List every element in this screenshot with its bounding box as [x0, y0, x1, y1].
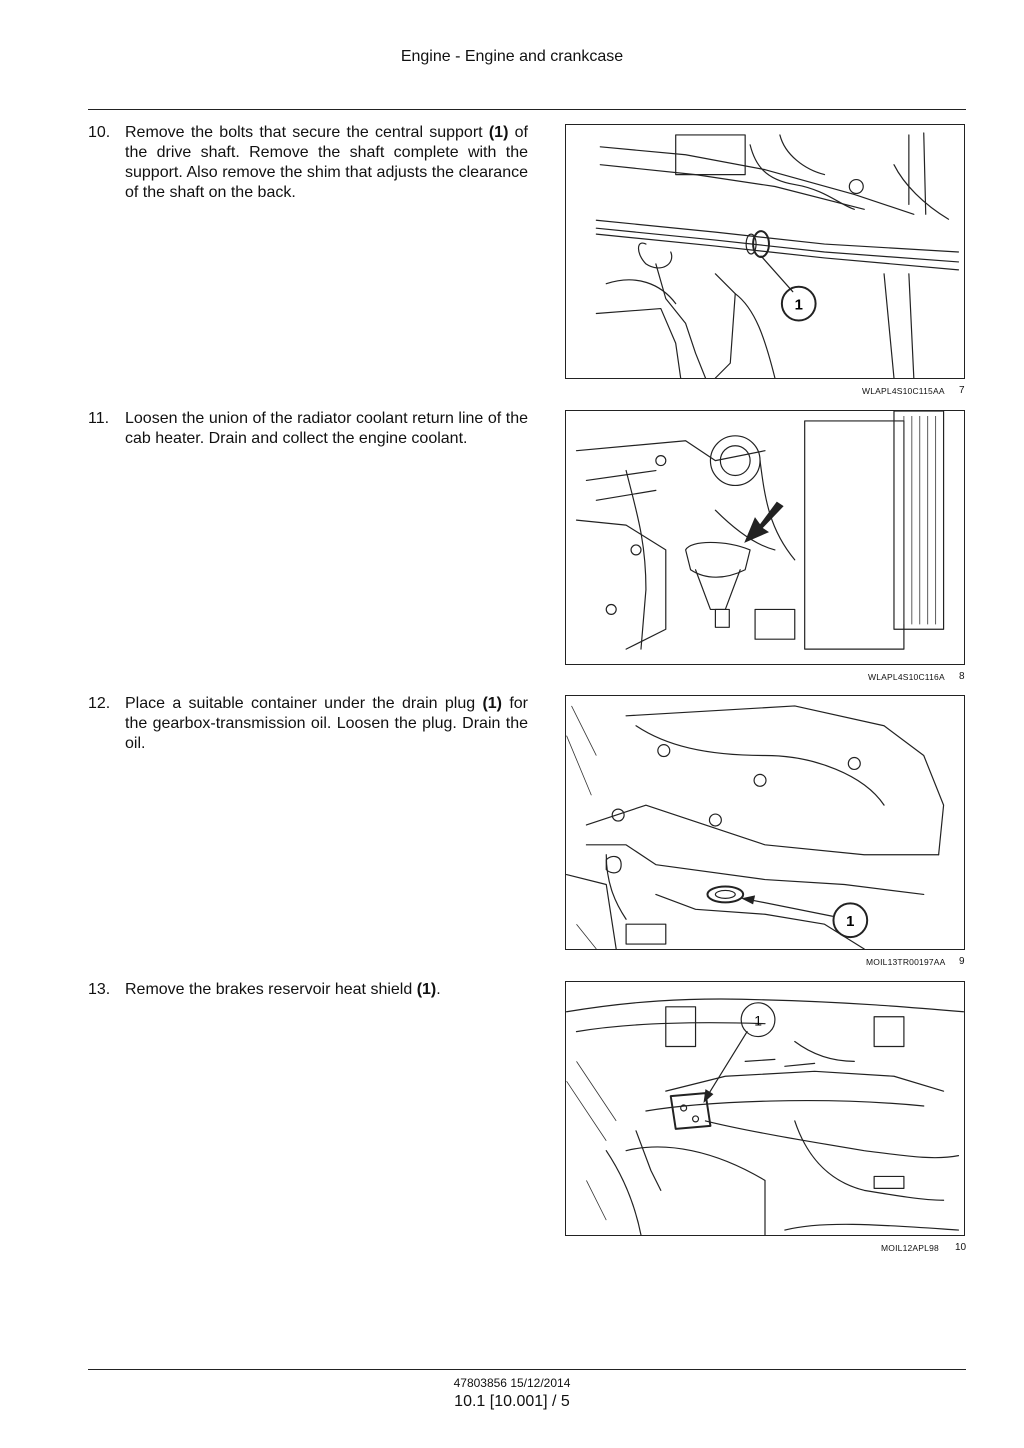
step-13: 13. Remove the brakes reservoir heat shi… [88, 980, 528, 1000]
step-text: Loosen the union of the radiator coolant… [125, 410, 528, 447]
page-header-title: Engine - Engine and crankcase [400, 48, 624, 65]
heat-shield-illustration: 1 [566, 998, 964, 1235]
figure-callout: 1 [754, 1013, 762, 1029]
figure-code: MOIL13TR00197AA [866, 957, 946, 967]
figure-number: 8 [959, 671, 965, 682]
step-number: 10. [88, 124, 111, 141]
figure-8-coolant-return-line [565, 410, 965, 665]
callout-ref: (1) [488, 124, 509, 141]
callout-ref: (1) [482, 695, 502, 712]
callout-ref: (1) [416, 981, 437, 998]
step-number: 12. [88, 695, 111, 712]
figure-number: 9 [959, 956, 965, 967]
figure-code: MOIL12APL98 [881, 1243, 939, 1253]
gearbox-illustration: 1 [566, 705, 945, 949]
figure-10-brake-reservoir-heat-shield: 1 [565, 981, 965, 1236]
footer-page-number: 10.1 [10.001] / 5 [454, 1393, 570, 1410]
figure-number: 10 [955, 1242, 967, 1253]
figure-number: 7 [959, 385, 965, 396]
step-text: Remove the bolts that secure the central… [125, 124, 528, 201]
step-12: 12. Place a suitable container under the… [88, 694, 528, 754]
figure-callout: 1 [846, 914, 854, 930]
figure-callout: 1 [795, 298, 803, 314]
figure-code: WLAPL4S10C116A [868, 672, 945, 682]
header-rule [88, 109, 966, 110]
footer-rule [88, 1369, 966, 1370]
step-number: 13. [88, 981, 111, 998]
step-text: Place a suitable container under the dra… [125, 695, 528, 752]
figure-7-drive-shaft-support: 1 [565, 124, 965, 379]
figure-code: WLAPL4S10C115AA [862, 386, 945, 396]
drive-shaft-illustration: 1 [595, 132, 960, 378]
step-10: 10. Remove the bolts that secure the cen… [88, 123, 528, 203]
figure-9-gearbox-drain-plug: 1 [565, 695, 965, 950]
footer-doc-code: 47803856 15/12/2014 [453, 1376, 571, 1390]
coolant-line-illustration [575, 411, 945, 650]
step-number: 11. [88, 410, 110, 427]
step-text: Remove the brakes reservoir heat shield … [125, 981, 441, 998]
step-11: 11. Loosen the union of the radiator coo… [88, 409, 528, 449]
